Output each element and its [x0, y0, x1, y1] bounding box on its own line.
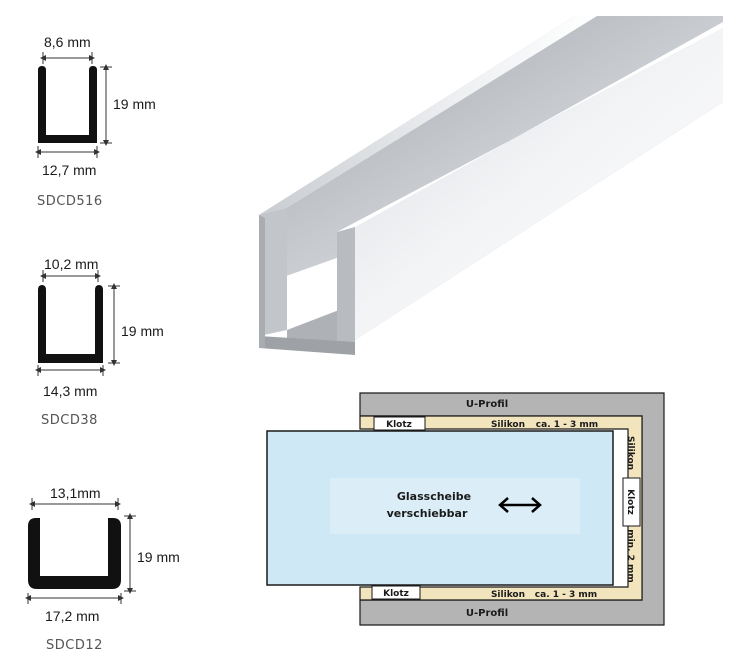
- silikon-right-label: Silikon: [625, 436, 635, 470]
- glass-label-line2: verschiebbar: [387, 507, 468, 520]
- profile-1: 8,6 mm 19 mm 12,7 mm SDCD516: [0, 0, 200, 215]
- glass-label-line1: Glasscheibe: [397, 490, 471, 503]
- klotz-top: [373, 416, 426, 431]
- double-arrow-icon: [498, 497, 542, 513]
- inner-width-label: 13,1mm: [50, 485, 101, 501]
- profile-2-drawing: [35, 270, 120, 376]
- silikon-bottom-label: Silikon: [491, 590, 525, 600]
- height-label: 19 mm: [113, 96, 156, 112]
- u-profil-top-label: U-Profil: [466, 399, 508, 410]
- klotz-bottom: [371, 585, 421, 600]
- klotz-right: [622, 477, 641, 527]
- u-channel-shape: [38, 285, 103, 363]
- gap-right-label: min. 2 mm: [625, 529, 635, 583]
- inner-width-label: 10,2 mm: [44, 256, 99, 272]
- profile-1-drawing: [35, 52, 112, 158]
- outer-width-label: 17,2 mm: [45, 608, 100, 624]
- profile-code: SDCD38: [41, 413, 98, 428]
- silikon-layer: [359, 415, 643, 601]
- u-channel-shape: [38, 66, 97, 143]
- profile-3-drawing: [25, 498, 136, 604]
- gap-bottom-label: ca. 1 - 3 mm: [535, 590, 597, 600]
- height-label: 19 mm: [137, 549, 180, 565]
- height-label: 19 mm: [121, 323, 164, 339]
- outer-width-label: 12,7 mm: [42, 162, 97, 178]
- inner-width-label: 8,6 mm: [44, 34, 91, 50]
- profile-code: SDCD12: [46, 638, 103, 653]
- u-profil-bottom-label: U-Profil: [466, 608, 508, 619]
- profile-2: 10,2 mm 19 mm 14,3 mm SDCD38: [0, 250, 200, 440]
- gap-top-label: ca. 1 - 3 mm: [536, 420, 598, 430]
- klotz-bottom-label: Klotz: [383, 589, 409, 599]
- profile-3: 13,1mm 19 mm 17,2 mm SDCD12: [0, 480, 200, 660]
- aluminium-u-profile-photo: [259, 16, 723, 355]
- klotz-right-label: Klotz: [625, 489, 635, 515]
- silikon-top-label: Silikon: [491, 420, 525, 430]
- klotz-top-label: Klotz: [386, 420, 412, 430]
- profile-code: SDCD516: [37, 194, 103, 209]
- u-channel-shape: [28, 518, 121, 589]
- outer-width-label: 14,3 mm: [43, 383, 98, 399]
